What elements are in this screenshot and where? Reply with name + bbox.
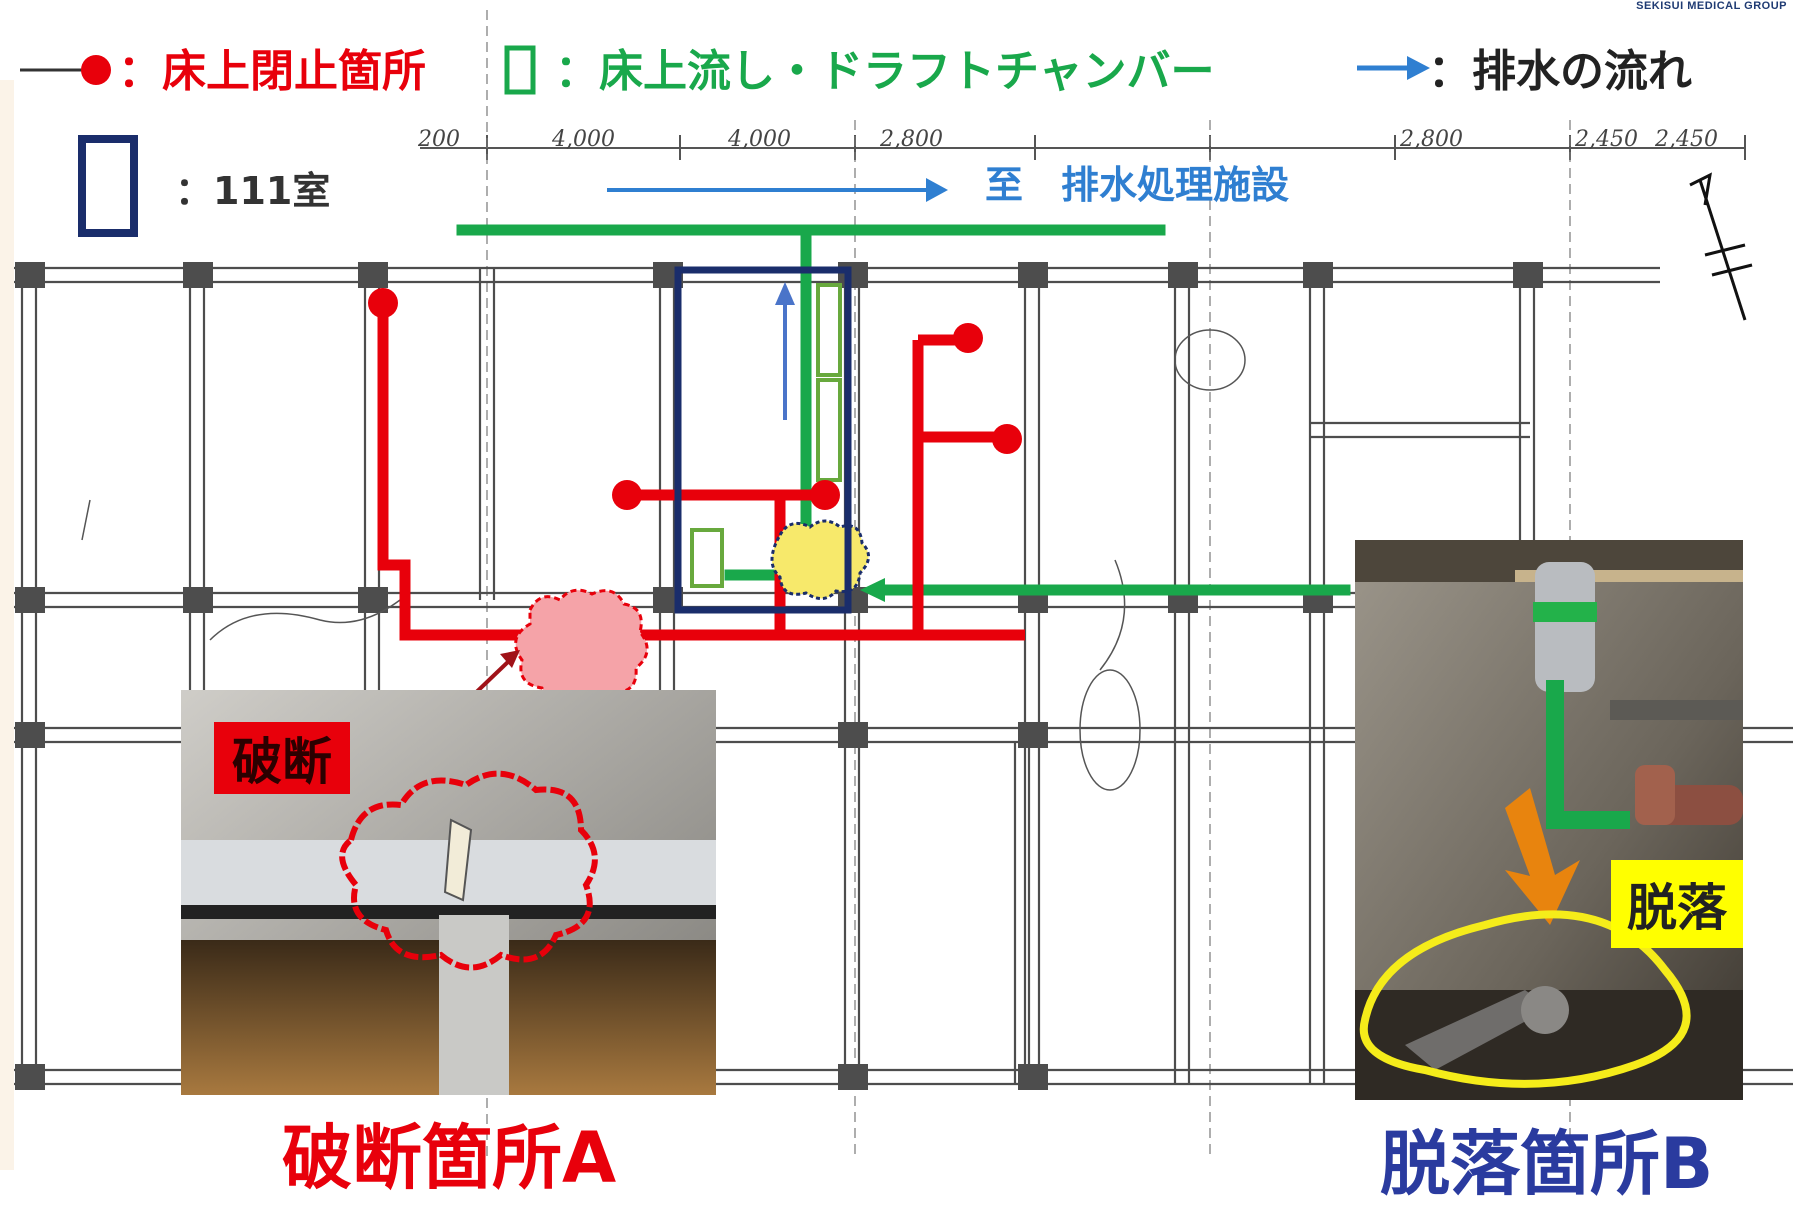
legend-closure-points: ：床上閉止箇所	[118, 46, 426, 97]
caption-fracture-a: 破断箇所A	[282, 1117, 617, 1199]
dimension-label: 2,800	[880, 127, 943, 152]
dimension-label: 4,000	[552, 127, 615, 152]
caption-detachment-b: 脱落箇所B	[1380, 1123, 1714, 1205]
dimension-label: 2,800	[1400, 127, 1463, 152]
legend-drain-flow: ：排水の流れ	[1428, 46, 1692, 97]
room-111-outline	[674, 266, 852, 614]
legend-room-111: ：111室	[175, 169, 331, 213]
detached-pipe-green-marker	[1546, 680, 1630, 829]
brand-logo-text: SEKISUI MEDICAL GROUP	[1636, 0, 1787, 12]
dimension-label: 2,450	[1655, 127, 1718, 152]
dimension-label: 4,000	[728, 127, 791, 152]
legend-sinks-draft-chambers: ：床上流し・ドラフトチャンバー	[555, 46, 1215, 97]
room-legend-icon	[78, 135, 138, 237]
closure-point-legend-icon	[20, 55, 111, 85]
drain-flow-legend-icon	[1357, 56, 1430, 80]
dimension-label: 200	[418, 127, 460, 152]
fracture-tag: 破断	[214, 722, 350, 794]
detachment-tag: 脱落	[1611, 860, 1743, 948]
north-arrow-icon	[1689, 172, 1753, 321]
dimension-label: 2,450	[1575, 127, 1638, 152]
sink-legend-icon	[504, 45, 536, 95]
destination-label: 至 排水処理施設	[985, 163, 1290, 207]
